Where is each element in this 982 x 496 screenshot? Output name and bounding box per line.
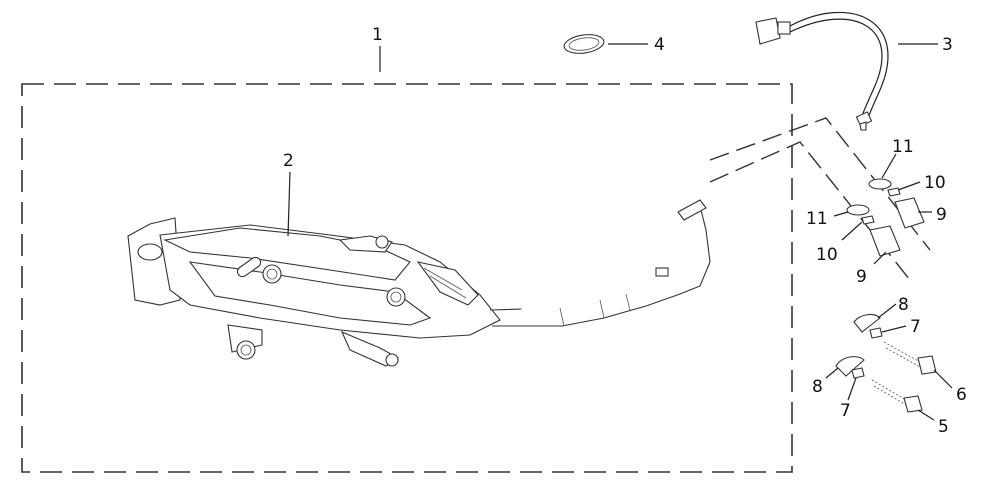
sensor-cable [789,11,889,119]
muffler-slot [236,256,262,278]
callout-label-9: 9 [856,267,867,287]
o2-sensor [755,11,889,131]
bolt-6-thread [883,341,921,363]
sensor-connector-boot [777,21,791,35]
washer-8 [853,313,881,333]
grille-line [423,267,463,291]
muffler-heat-shield-top [163,227,411,281]
callout-label-10: 10 [816,245,838,265]
leader-line-2 [287,171,291,237]
upper-mount-set [868,178,925,229]
muffler-bolt-boss [262,264,282,284]
callout-label-7: 7 [910,317,921,337]
callout-label-11: 11 [892,137,914,157]
leader-line-11b [833,211,849,217]
rubber-bush-9 [894,197,925,229]
callout-label-4: 4 [654,35,665,55]
muffler-bolt-boss [386,287,406,307]
washer-11 [846,204,870,216]
collar-10 [887,187,901,197]
leader-line-8a [877,303,897,319]
callout-label-3: 3 [942,35,953,55]
assembly-boundary-box [21,83,793,473]
leader-line-10a [897,181,921,191]
exhaust-pipe-lower-edge [492,205,711,327]
muffler-heat-shield-lower [188,261,432,326]
phantom-frame-lower [709,141,911,281]
bolt-6-thread-2 [885,347,923,369]
callout-label-11: 11 [806,209,828,229]
exhaust-pipe-sensor-boss [655,267,669,277]
leader-line-7b [847,377,857,401]
grille-line [429,275,467,299]
washer-11 [868,178,892,190]
sensor-cable-2 [789,18,883,117]
pipe-segment-line [625,293,631,311]
lower-stay-hole [385,353,399,367]
muffler-end-hole [137,243,163,261]
muffler-bolt-boss-inner [266,268,278,280]
washer-8 [835,356,865,377]
sensor-connector [755,17,781,45]
leader-line-7a [881,325,907,333]
bolt-5-thread-2 [873,385,909,407]
leader-line-6 [933,369,953,389]
sensor-probe-tip [859,121,867,131]
callout-label-9: 9 [936,205,947,225]
callout-label-8: 8 [812,377,823,397]
gasket-ring-inner [568,37,600,51]
lower-mount-set [846,204,901,257]
nut-7 [851,367,865,379]
bolt-set-lower [835,356,923,413]
nut-7 [869,327,883,339]
exhaust-pipe [489,199,711,327]
bolt-5-head [903,395,923,413]
leader-line-8b [825,367,839,379]
callout-label-10: 10 [924,173,946,193]
leader-line-10b [841,221,863,241]
leader-line-5 [917,409,935,421]
leader-line-9b [873,251,887,265]
bolt-5-thread [871,379,907,401]
top-bracket-hole [375,235,389,249]
bolt-set-upper [853,313,937,375]
callout-label-1: 1 [372,25,383,45]
lower-bracket-boss [236,340,256,360]
callout-label-5: 5 [938,417,949,437]
rubber-bush-9 [869,225,901,257]
lower-bracket-boss-inner [240,344,252,356]
collar-10 [861,215,875,225]
callout-label-7: 7 [840,401,851,421]
exhaust-pipe-flange [677,199,707,221]
muffler-assembly [127,217,501,367]
callout-label-2: 2 [283,151,294,171]
gasket [563,34,605,54]
pipe-segment-line [599,299,605,319]
pipe-segment-line [559,307,565,327]
leader-line-11a [881,153,897,179]
gasket-ring [563,34,605,54]
callout-label-6: 6 [956,385,967,405]
callout-label-8: 8 [898,295,909,315]
bolt-6-head [917,355,937,375]
phantom-frame-upper [709,117,931,251]
muffler-bolt-boss-inner [390,291,402,303]
